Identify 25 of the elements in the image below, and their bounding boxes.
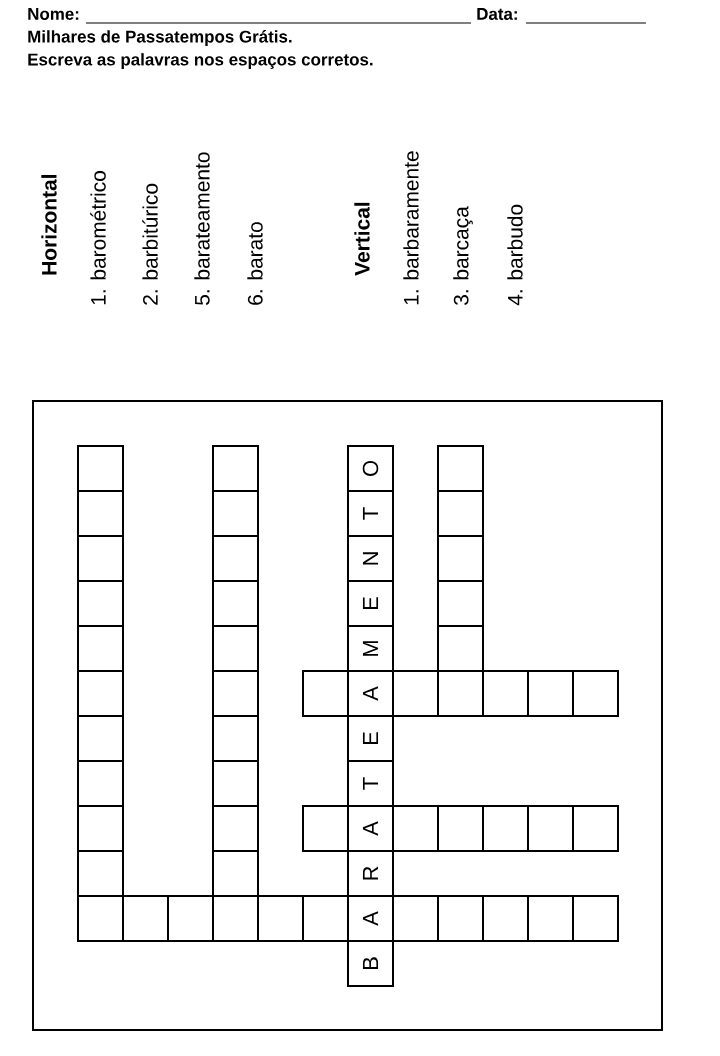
cell-letter: A bbox=[362, 821, 379, 836]
clue-text: 4. barbudo bbox=[507, 204, 523, 306]
cell-letter: N bbox=[362, 552, 379, 565]
clue-text: 1. barométrico bbox=[90, 171, 106, 305]
clue-text: 3. barcaça bbox=[453, 206, 473, 305]
clue-text: 6. barato bbox=[247, 222, 263, 305]
header-text: Milhares de Passatempos Grátis. bbox=[28, 30, 292, 46]
header-text: Escreva as palavras nos espaços corretos. bbox=[28, 53, 373, 69]
heading-text: Horizontal bbox=[41, 175, 57, 275]
heading-text: Vertical bbox=[354, 202, 370, 276]
cell-letter: M bbox=[362, 641, 379, 656]
cell-letter: T bbox=[362, 777, 379, 790]
header-text: Nome: bbox=[28, 8, 79, 20]
clue-text: 2. barbitúrico bbox=[142, 183, 158, 305]
header-text: Data: bbox=[477, 8, 517, 20]
cell-letter: E bbox=[362, 732, 379, 744]
cell-letter: E bbox=[362, 597, 379, 609]
cell-letter: A bbox=[362, 911, 379, 926]
cell-letter: A bbox=[362, 686, 379, 701]
cell-letter: B bbox=[362, 957, 379, 969]
cell-letter: R bbox=[362, 866, 379, 880]
clue-text: 5. barateamento bbox=[194, 152, 210, 305]
cell-letter: O bbox=[362, 461, 379, 476]
clue-text: 1. barbaramente bbox=[403, 151, 419, 305]
cell-letter: T bbox=[362, 507, 379, 520]
